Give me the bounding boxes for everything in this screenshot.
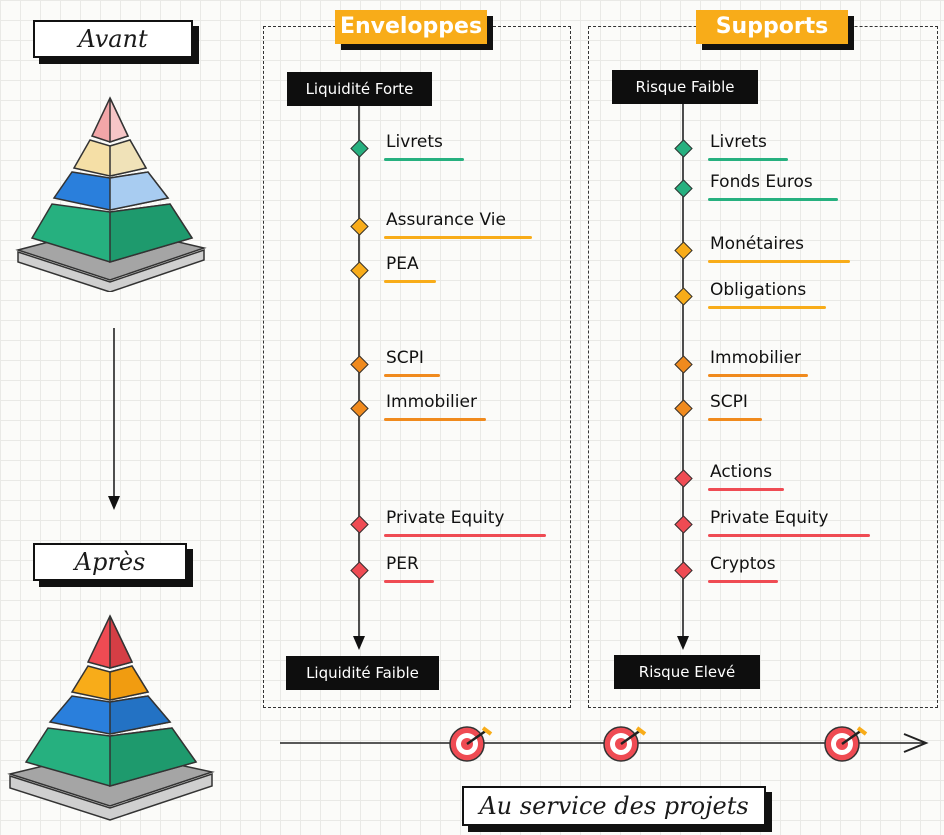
list-item: Monétaires (710, 234, 805, 254)
target-icon (603, 726, 647, 762)
list-item: Immobilier (710, 348, 801, 368)
list-item: SCPI (386, 348, 424, 368)
item-underline (708, 580, 778, 583)
list-item: Livrets (386, 132, 443, 152)
list-item: Livrets (710, 132, 767, 152)
after-label: Après (33, 543, 187, 581)
envelopes-top-label: Liquidité Forte (287, 72, 432, 106)
item-underline (708, 418, 762, 421)
list-item: PEA (386, 254, 419, 274)
envelopes-bottom-label: Liquidité Faible (286, 656, 439, 690)
list-item: Cryptos (710, 554, 776, 574)
target-icon (824, 726, 868, 762)
down-arrow (108, 328, 120, 510)
list-item: Actions (710, 462, 773, 482)
list-item: Private Equity (710, 508, 829, 528)
item-underline (708, 488, 784, 491)
item-underline (708, 534, 870, 537)
item-underline (384, 418, 486, 421)
before-label: Avant (33, 20, 193, 58)
envelopes-title: Enveloppes (335, 10, 487, 44)
item-underline (384, 534, 546, 537)
pyramid-after (7, 614, 215, 821)
list-item: Private Equity (386, 508, 505, 528)
supports-top-label: Risque Faible (612, 70, 758, 104)
supports-title: Supports (696, 10, 848, 44)
item-underline (384, 280, 436, 283)
item-underline (708, 374, 808, 377)
target-icon (449, 726, 493, 762)
item-underline (384, 236, 532, 239)
item-underline (708, 158, 788, 161)
item-underline (708, 198, 838, 201)
item-underline (708, 260, 850, 263)
projects-timeline (280, 733, 929, 753)
item-underline (384, 158, 464, 161)
pyramid-before (15, 96, 207, 292)
item-underline (384, 580, 434, 583)
item-underline (384, 374, 440, 377)
list-item: Fonds Euros (710, 172, 813, 192)
list-item: Immobilier (386, 392, 477, 412)
list-item: SCPI (710, 392, 748, 412)
list-item: PER (386, 554, 419, 574)
footer-label: Au service des projets (462, 786, 766, 826)
supports-bottom-label: Risque Elevé (614, 655, 760, 689)
list-item: Obligations (710, 280, 807, 300)
item-underline (708, 306, 826, 309)
list-item: Assurance Vie (386, 210, 506, 230)
